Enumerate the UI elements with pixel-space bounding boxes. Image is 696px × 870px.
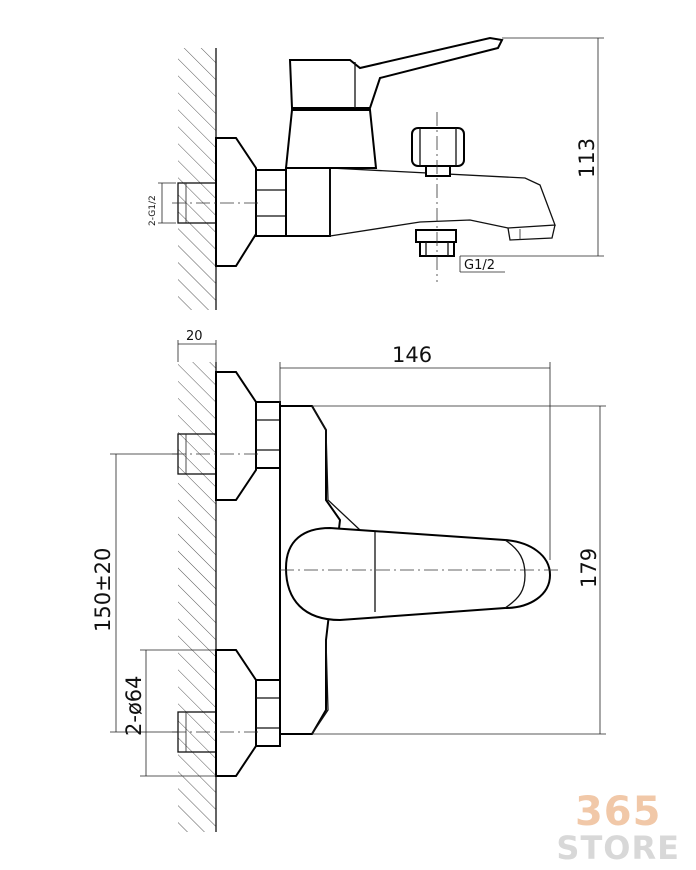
- hex-nut-top: [255, 169, 287, 237]
- bottom-outlet-top: [415, 229, 457, 257]
- faucet-body-top: [285, 167, 331, 237]
- dim-wall-offset: 20: [186, 329, 203, 344]
- hex-nut-upper: [255, 401, 281, 469]
- wall-hatch-top: [178, 48, 216, 310]
- flange-top: [215, 137, 257, 267]
- front-view: 20 146: [91, 329, 606, 832]
- hex-nut-lower: [255, 679, 281, 747]
- store-watermark-logo: 365 STORE: [556, 792, 680, 864]
- dim-inlet-thread-side: 2-G1/2: [148, 195, 158, 226]
- dim-outlet-thread: G1/2: [464, 258, 495, 273]
- dim-height-side: 113: [575, 138, 599, 178]
- dim-width: 146: [392, 343, 432, 367]
- side-view: 2-G1/2 G1/2 113: [148, 36, 604, 310]
- flange-lower: [215, 649, 257, 777]
- wall-hatch-front: [178, 362, 216, 832]
- watermark-word: STORE: [556, 829, 680, 867]
- dim-height-front: 179: [577, 548, 601, 588]
- dim-flange-diameter: 2-ø64: [122, 675, 146, 736]
- lever-handle-top: [288, 36, 504, 109]
- diverter-knob-top: [411, 127, 465, 177]
- watermark-number: 365: [574, 789, 662, 835]
- lever-front: [284, 526, 552, 622]
- dim-center-distance: 150±20: [91, 548, 115, 632]
- flange-upper: [215, 371, 257, 501]
- faucet-neck-top: [284, 109, 378, 169]
